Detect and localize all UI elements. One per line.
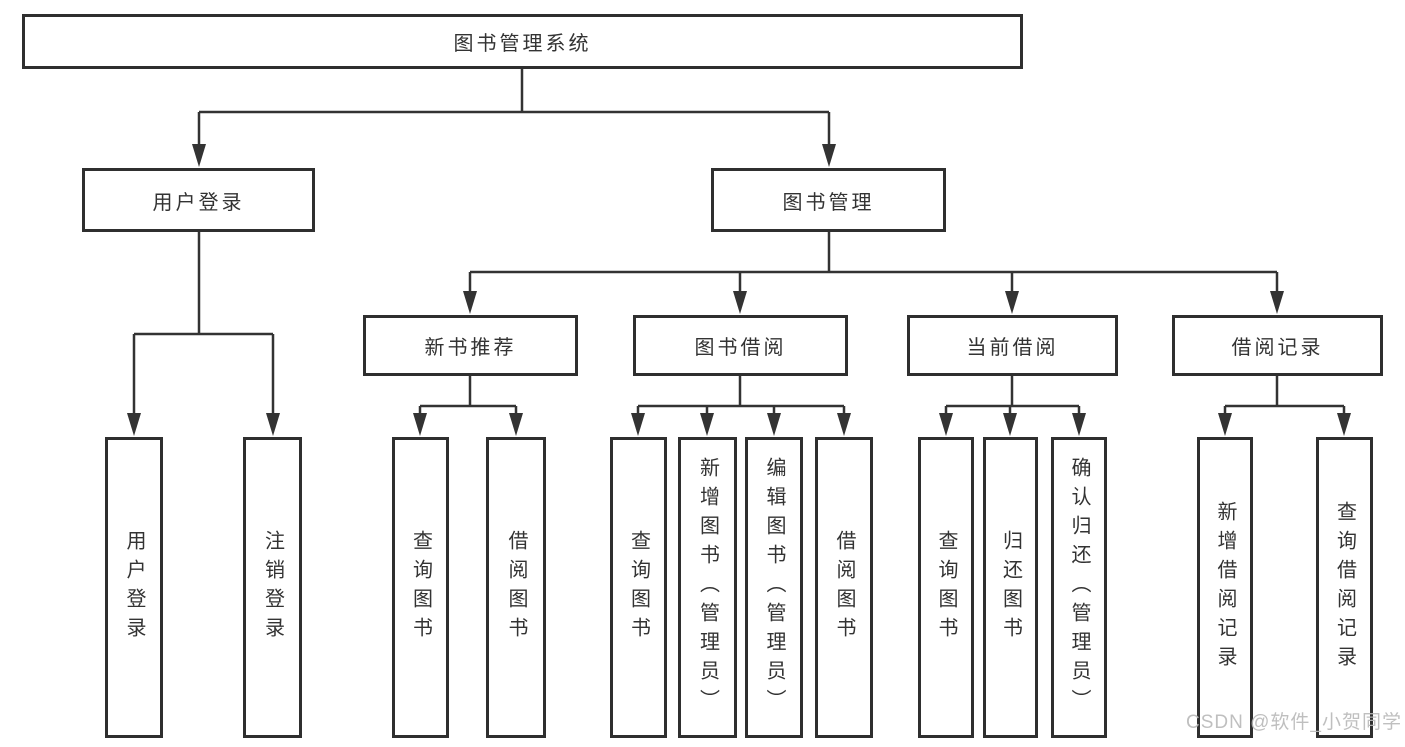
connector-new-book-to-leaves <box>418 376 518 416</box>
leaf-rec-query-books-label: 查询图书 <box>409 529 432 646</box>
leaf-cb-return-books-label: 归还图书 <box>999 529 1022 646</box>
connector-borrow-to-leaves <box>636 376 846 416</box>
leaf-bb-edit-books-label: 编辑图书（管理员） <box>763 457 785 718</box>
leaf-br-add-record: 新增借阅记录 <box>1197 437 1253 738</box>
leaf-bb-edit-books: 编辑图书（管理员） <box>745 437 803 738</box>
leaf-user-login-label: 用户登录 <box>123 529 145 646</box>
connector-records-to-leaves <box>1223 376 1346 416</box>
leaf-rec-borrow-books: 借阅图书 <box>486 437 546 738</box>
node-book-mgmt-label: 图书管理 <box>782 191 875 214</box>
leaf-rec-borrow-books-label: 借阅图书 <box>505 529 527 646</box>
leaf-cb-return-books: 归还图书 <box>983 437 1038 738</box>
leaf-cb-query-books-label: 查询图书 <box>935 529 957 646</box>
leaf-logout-label: 注销登录 <box>261 529 284 646</box>
leaf-bb-query-books-label: 查询图书 <box>627 529 650 646</box>
node-borrow-records-label: 借阅记录 <box>1231 337 1324 359</box>
connector-current-to-leaves <box>944 376 1081 416</box>
node-user-login: 用户登录 <box>82 168 315 232</box>
leaf-cb-confirm-return-label: 确认归还（管理员） <box>1068 457 1090 718</box>
leaf-br-query-record-label: 查询借阅记录 <box>1333 500 1356 675</box>
node-book-mgmt: 图书管理 <box>711 168 946 232</box>
leaf-br-add-record-label: 新增借阅记录 <box>1214 500 1236 675</box>
leaf-bb-query-books: 查询图书 <box>610 437 667 738</box>
leaf-bb-borrow-books-label: 借阅图书 <box>833 529 855 646</box>
node-root: 图书管理系统 <box>22 14 1023 69</box>
connector-root-to-level2 <box>197 69 831 147</box>
node-new-book-rec: 新书推荐 <box>363 315 578 376</box>
node-new-book-rec-label: 新书推荐 <box>424 337 517 359</box>
node-book-borrow-label: 图书借阅 <box>694 337 787 359</box>
leaf-bb-borrow-books: 借阅图书 <box>815 437 873 738</box>
leaf-rec-query-books: 查询图书 <box>392 437 449 738</box>
node-current-borrow-label: 当前借阅 <box>966 337 1059 359</box>
arrowheads <box>127 144 1351 436</box>
node-book-borrow: 图书借阅 <box>633 315 848 376</box>
leaf-cb-query-books: 查询图书 <box>918 437 974 738</box>
leaf-cb-confirm-return: 确认归还（管理员） <box>1051 437 1107 738</box>
leaf-bb-add-books: 新增图书（管理员） <box>678 437 737 738</box>
node-root-label: 图书管理系统 <box>453 33 592 55</box>
csdn-watermark: CSDN @软件_小贺同学 <box>1186 712 1402 733</box>
leaf-logout: 注销登录 <box>243 437 302 738</box>
connector-book-mgmt-to-level3 <box>468 232 1279 294</box>
leaf-br-query-record: 查询借阅记录 <box>1316 437 1373 738</box>
leaf-bb-add-books-label: 新增图书（管理员） <box>696 457 719 718</box>
node-user-login-label: 用户登录 <box>152 191 245 214</box>
leaf-user-login: 用户登录 <box>105 437 163 738</box>
node-current-borrow: 当前借阅 <box>907 315 1118 376</box>
node-borrow-records: 借阅记录 <box>1172 315 1383 376</box>
connector-user-login-to-leaves <box>132 232 275 416</box>
